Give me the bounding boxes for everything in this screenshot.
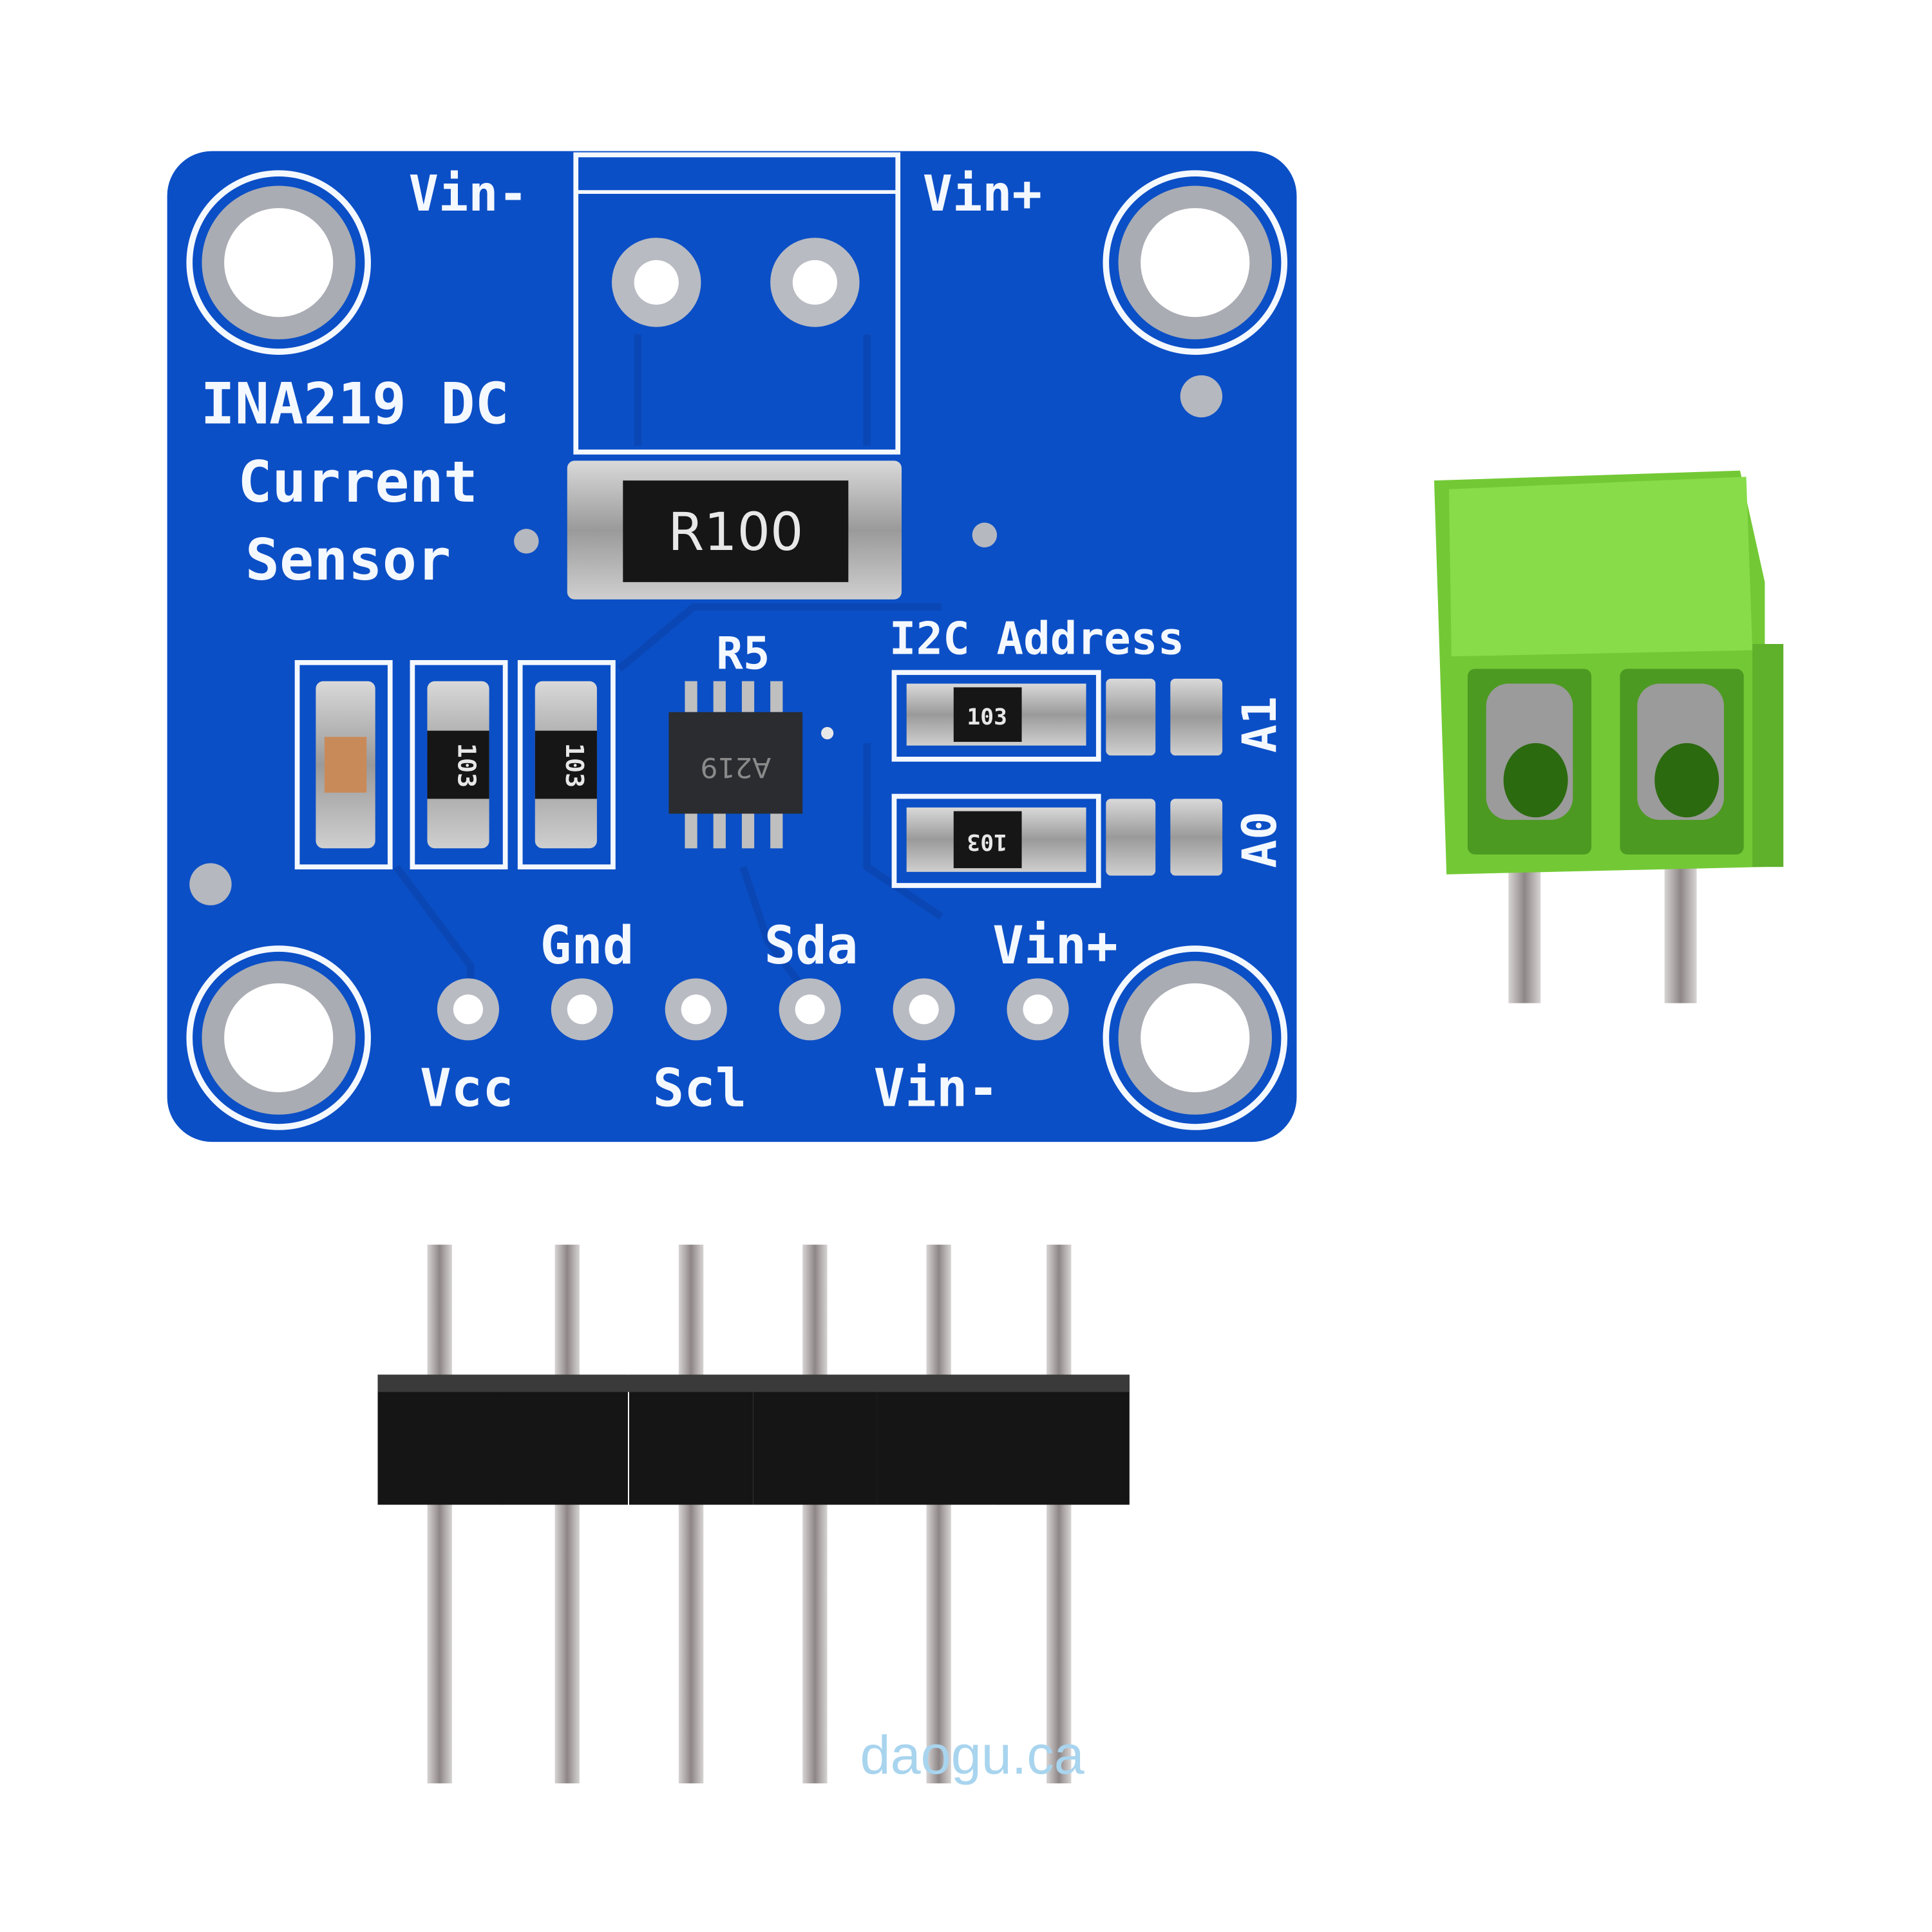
resistor-1-marking: 103 [452,743,481,788]
jumper-a0-pad [1106,799,1156,876]
address-resistor-a1: 103 [891,670,1101,762]
resistor-2-marking: 103 [560,743,589,788]
jumper-a1-pad [1106,678,1156,756]
jumper-a0-pad [1170,799,1223,876]
pin-label-vcc: Vcc [420,1058,514,1119]
resistor-2: 103 [517,660,616,869]
pin-label-vin-minus: Vin- [874,1058,999,1119]
address-jumpers [1106,678,1223,876]
ina219-board: Vin- Vin+ INA219 DC Current Sensor R100 … [167,151,1297,1142]
watermark: daogu.ca [860,1724,1085,1785]
header-holes [437,978,1069,1041]
pcb [167,151,1297,1142]
shunt-marking: R100 [668,502,803,563]
address-resistor-a1-marking: 103 [967,705,1007,730]
board-title-line3: Sensor [245,527,451,593]
pin-label-sda: Sda [764,916,858,976]
address-resistor-a0: 103 [891,793,1101,888]
board-title-line2: Current [238,449,478,515]
chip-ref-label: R5 [716,628,770,679]
label-a0: A0 [1233,811,1287,868]
shunt-resistor: R100 [567,460,902,600]
board-title-line1: INA219 DC [201,371,509,437]
label-a1: A1 [1233,696,1287,753]
label-vin-minus-top: Vin- [409,166,528,223]
label-vin-plus-top: Vin+ [923,166,1042,223]
ina219-chip: A219 [668,681,803,849]
resistor-1: 103 [410,660,508,869]
address-resistor-a0-marking: 103 [967,829,1007,855]
mounting-holes [186,170,1288,1130]
pin-label-vin-plus: Vin+ [992,916,1117,976]
header-pins [427,1244,1072,1784]
i2c-address-label: I2C Address [889,613,1184,665]
header-housing [377,1374,1130,1505]
screw-terminal-block [1434,470,1784,1003]
pin-label-scl: Scl [653,1058,747,1119]
jumper-a1-pad [1170,678,1223,756]
terminal-footprint [573,152,901,455]
chip-marking: A219 [700,752,771,783]
pin-label-gnd: Gnd [540,916,634,976]
capacitor [294,660,393,869]
pin-header [377,1244,1130,1784]
